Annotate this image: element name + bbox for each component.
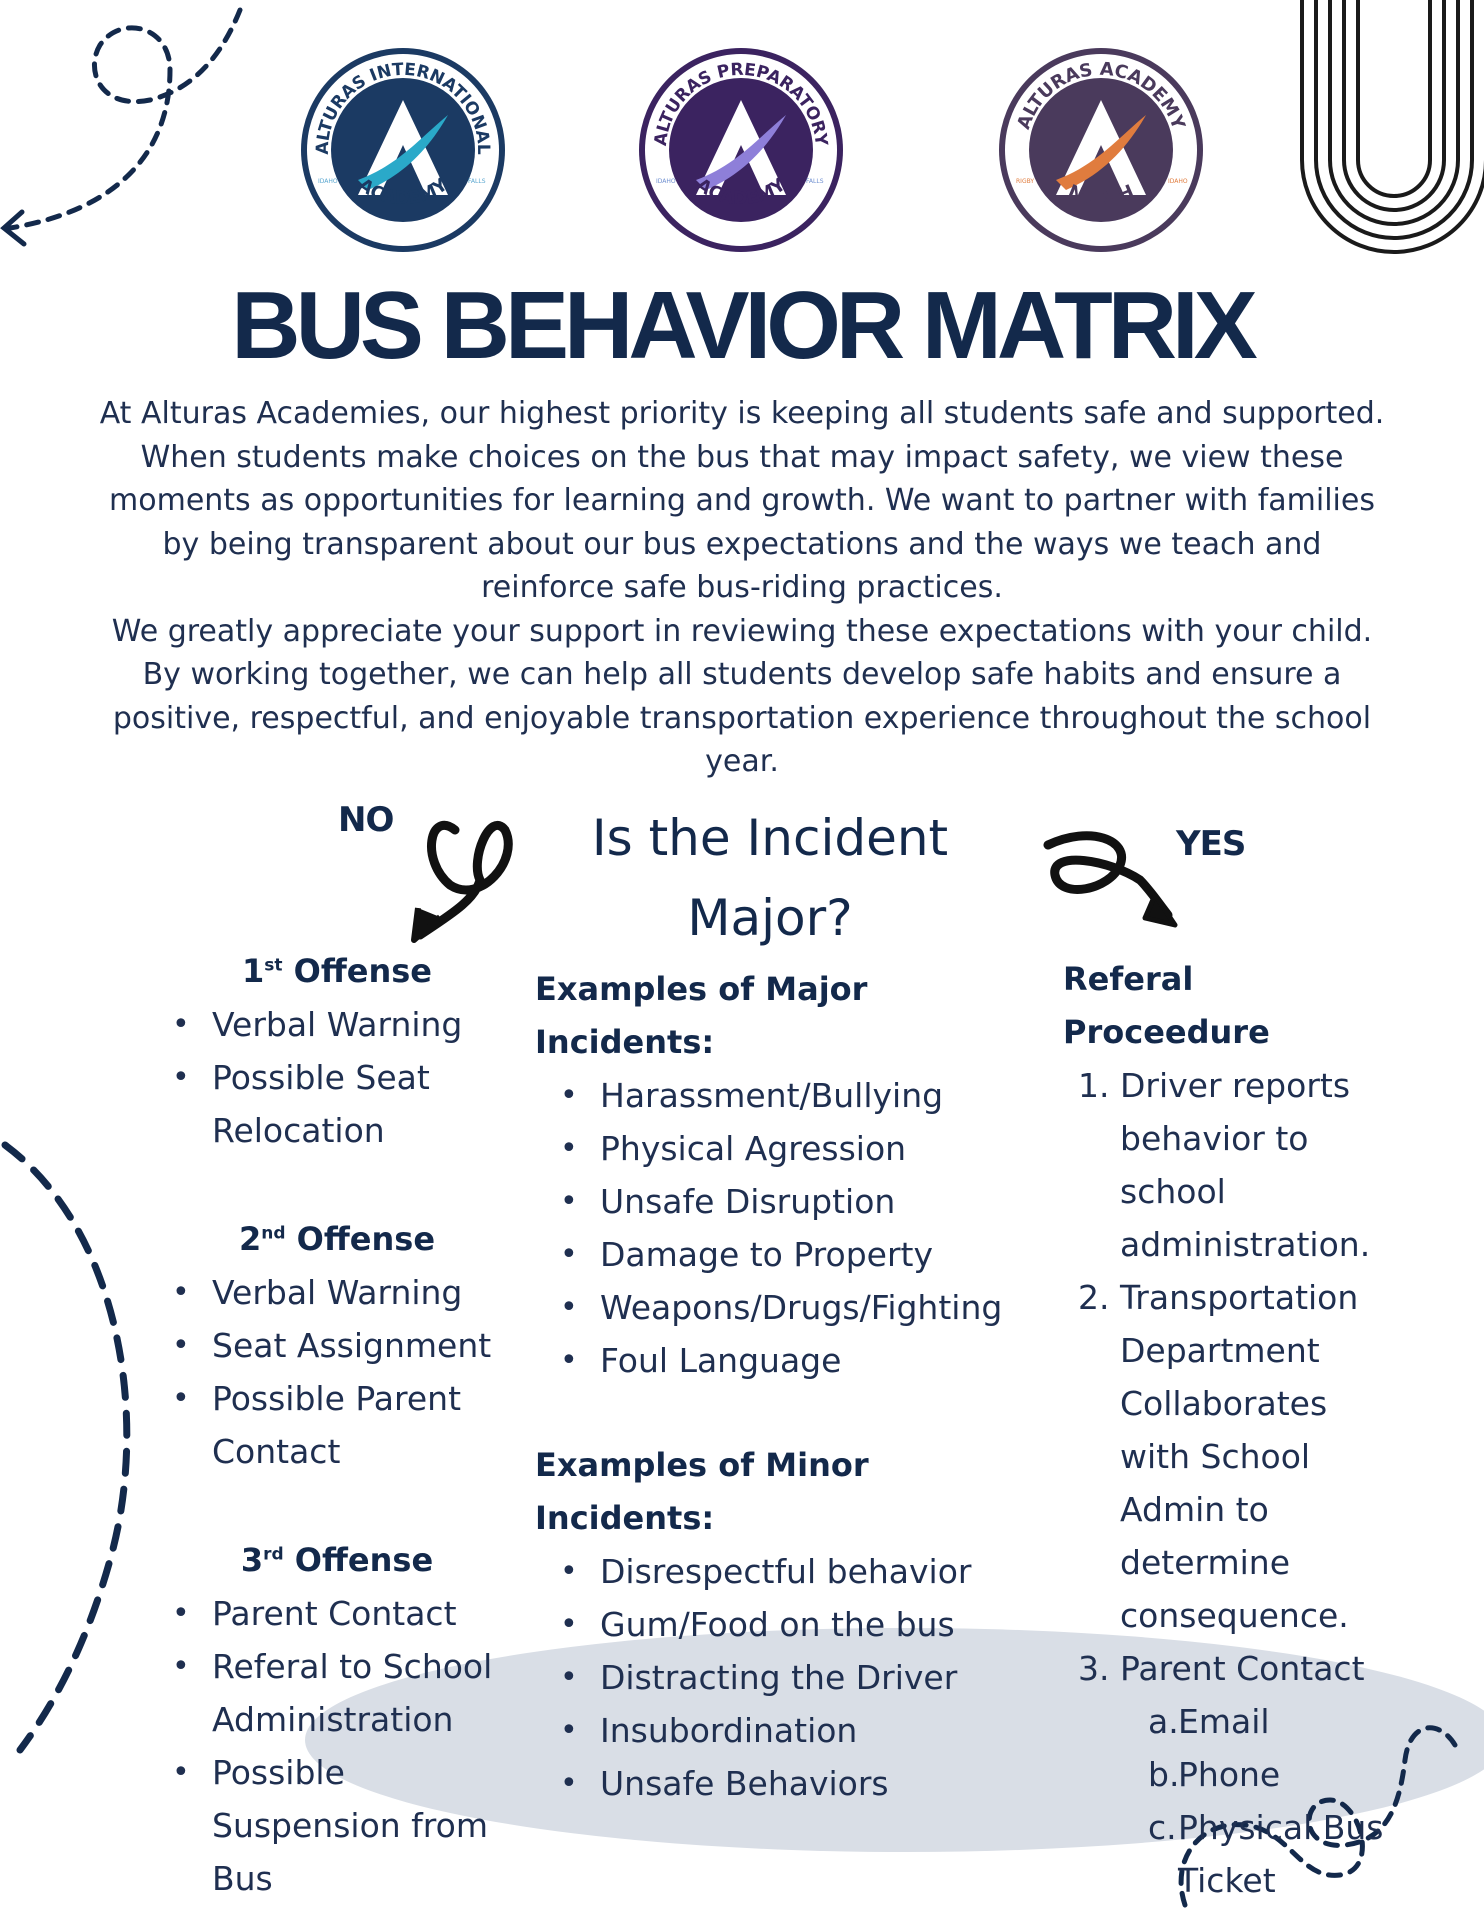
list-item: c.Physical Bus Ticket: [1148, 1808, 1384, 1900]
dashed-arc-left: [1, 1141, 131, 1754]
concentric-arches-icon: [1300, 0, 1484, 254]
intro-text: At Alturas Academies, our highest priori…: [95, 392, 1389, 784]
page-title: BUS BEHAVIOR MATRIX: [231, 272, 1257, 379]
referral-title: Referal Proceedure: [1063, 960, 1270, 1051]
logo-left-tag: IDAHO: [656, 178, 676, 185]
offense-title: 1st Offense: [241, 952, 432, 990]
major-examples-title: Examples of Major Incidents:: [535, 970, 868, 1061]
offense-title: 3rd Offense: [240, 1541, 434, 1579]
logo-right-tag: FALLS: [468, 178, 486, 185]
logo-alturas-north: ALTURAS ACADEMY NORTH RIGBY IDAHO: [996, 45, 1206, 255]
list-item: a.Email: [1148, 1702, 1270, 1741]
list-item: Unsafe Behaviors: [560, 1757, 1005, 1810]
minor-examples-title: Examples of Minor Incidents:: [535, 1446, 869, 1537]
arrow-head-no: [411, 907, 442, 943]
offense-block-3: 3rd Offense Parent Contact Referal to Sc…: [172, 1534, 502, 1905]
list-item: 3.Parent Contact: [1078, 1649, 1365, 1688]
swirl-arrow-no-icon: [415, 820, 513, 940]
list-item: Referal to School Administration: [172, 1640, 502, 1746]
yes-label: YES: [1176, 824, 1246, 864]
list-item: 2.Transportation Department Collaborates…: [1078, 1278, 1359, 1635]
list-item: Distracting the Driver: [560, 1651, 1005, 1704]
list-item: Possible Seat Relocation: [172, 1051, 502, 1157]
list-item: Harassment/Bullying: [560, 1069, 1005, 1122]
list-item: Possible Suspension from Bus: [172, 1746, 502, 1905]
list-item: Possible Parent Contact: [172, 1372, 502, 1478]
arrow-head-top-left: [0, 209, 27, 247]
school-seal-icon: ALTURAS INTERNATIONAL ACADEMY IDAHO FALL…: [301, 48, 505, 252]
offense-title: 2nd Offense: [238, 1220, 436, 1258]
list-item: Physical Agression: [560, 1122, 1005, 1175]
list-item: Weapons/Drugs/Fighting: [560, 1281, 1005, 1334]
dashed-squiggle-bottom-right: [1178, 1725, 1458, 1908]
list-item: Gum/Food on the bus: [560, 1598, 1005, 1651]
list-item: Insubordination: [560, 1704, 1005, 1757]
list-item: Verbal Warning: [172, 998, 502, 1051]
list-item: Disrespectful behavior: [560, 1545, 1005, 1598]
school-seal-icon: ALTURAS ACADEMY NORTH RIGBY IDAHO: [999, 48, 1203, 252]
intro-paragraph-1: At Alturas Academies, our highest priori…: [99, 396, 1385, 605]
list-item: Damage to Property: [560, 1228, 1005, 1281]
examples-column: Examples of Major Incidents: Harassment/…: [535, 963, 1005, 1810]
no-label: NO: [338, 800, 394, 840]
offense-column: 1st Offense Verbal Warning Possible Seat…: [172, 945, 502, 1905]
logo-right-tag: IDAHO: [1168, 178, 1188, 185]
list-item: Parent Contact: [172, 1587, 502, 1640]
intro-paragraph-2: We greatly appreciate your support in re…: [111, 613, 1373, 780]
list-item: Unsafe Disruption: [560, 1175, 1005, 1228]
list-item: b.Phone: [1148, 1755, 1281, 1794]
logo-alturas-preparatory: ALTURAS PREPARATORY ACADEMY IDAHO FALLS: [636, 45, 846, 255]
list-item: Verbal Warning: [172, 1266, 502, 1319]
question-heading: Is the Incident Major?: [591, 809, 949, 947]
offense-block-1: 1st Offense Verbal Warning Possible Seat…: [172, 945, 502, 1157]
logo-left-tag: IDAHO: [318, 178, 338, 185]
offense-block-2: 2nd Offense Verbal Warning Seat Assignme…: [172, 1213, 502, 1478]
school-seal-icon: ALTURAS PREPARATORY ACADEMY IDAHO FALLS: [639, 48, 843, 252]
referral-column: Referal Proceedure 1.Driver reports beha…: [1063, 953, 1393, 1907]
list-item: Foul Language: [560, 1334, 1005, 1387]
dashed-loop-top-left: [7, 7, 243, 231]
arrow-head-yes: [1142, 892, 1178, 928]
list-item: 1.Driver reports behavior to school admi…: [1078, 1066, 1371, 1264]
list-item: Seat Assignment: [172, 1319, 502, 1372]
logo-left-tag: RIGBY: [1016, 178, 1034, 185]
swirl-arrow-yes-icon: [1043, 831, 1173, 920]
logo-right-tag: FALLS: [806, 178, 824, 185]
logo-alturas-international: ALTURAS INTERNATIONAL ACADEMY IDAHO FALL…: [298, 45, 508, 255]
